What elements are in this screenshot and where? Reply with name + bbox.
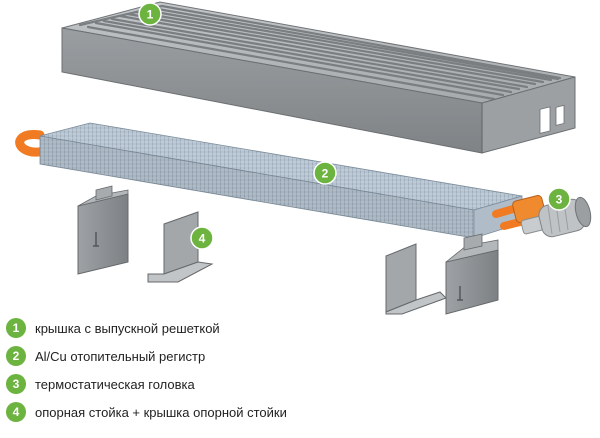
callout-marker-4: 4 [190, 226, 214, 250]
legend-item-thermostatic-head: 3 термостатическая головка [6, 373, 195, 395]
support-stand-right [385, 243, 447, 315]
legend-item-grille-cover: 1 крышка с выпускной решеткой [6, 317, 220, 339]
legend-number-badge: 1 [6, 318, 26, 338]
callout-number: 3 [556, 193, 563, 207]
legend-label: опорная стойка + крышка опорной стойки [35, 404, 287, 420]
legend-label: термостатическая головка [35, 376, 195, 392]
exploded-view-illustration: 1 2 3 4 [15, 1, 592, 315]
callout-number: 4 [199, 232, 206, 246]
callout-number: 2 [322, 167, 329, 181]
callout-number: 1 [147, 8, 154, 22]
outlet-grille-slots [78, 4, 562, 101]
grille-cover [61, 1, 576, 154]
legend-number-badge: 2 [6, 346, 26, 366]
support-stand-left [147, 211, 214, 283]
callout-marker-2: 2 [313, 161, 337, 185]
callout-marker-3: 3 [547, 187, 571, 211]
callout-marker-1: 1 [138, 2, 162, 26]
legend-item-support-bracket: 4 опорная стойка + крышка опорной стойки [6, 401, 287, 423]
thermostatic-head-icon [538, 196, 592, 238]
legend-item-heat-exchanger: 2 Al/Cu отопительный регистр [6, 345, 205, 367]
legend-number-badge: 3 [6, 374, 26, 394]
support-bracket-right [445, 233, 499, 315]
legend-number-badge: 4 [6, 402, 26, 422]
legend-label: Al/Cu отопительный регистр [35, 348, 206, 364]
thermostatic-valve [512, 195, 592, 238]
support-bracket-left [77, 185, 129, 275]
legend-label: крышка с выпускной решеткой [35, 320, 220, 336]
